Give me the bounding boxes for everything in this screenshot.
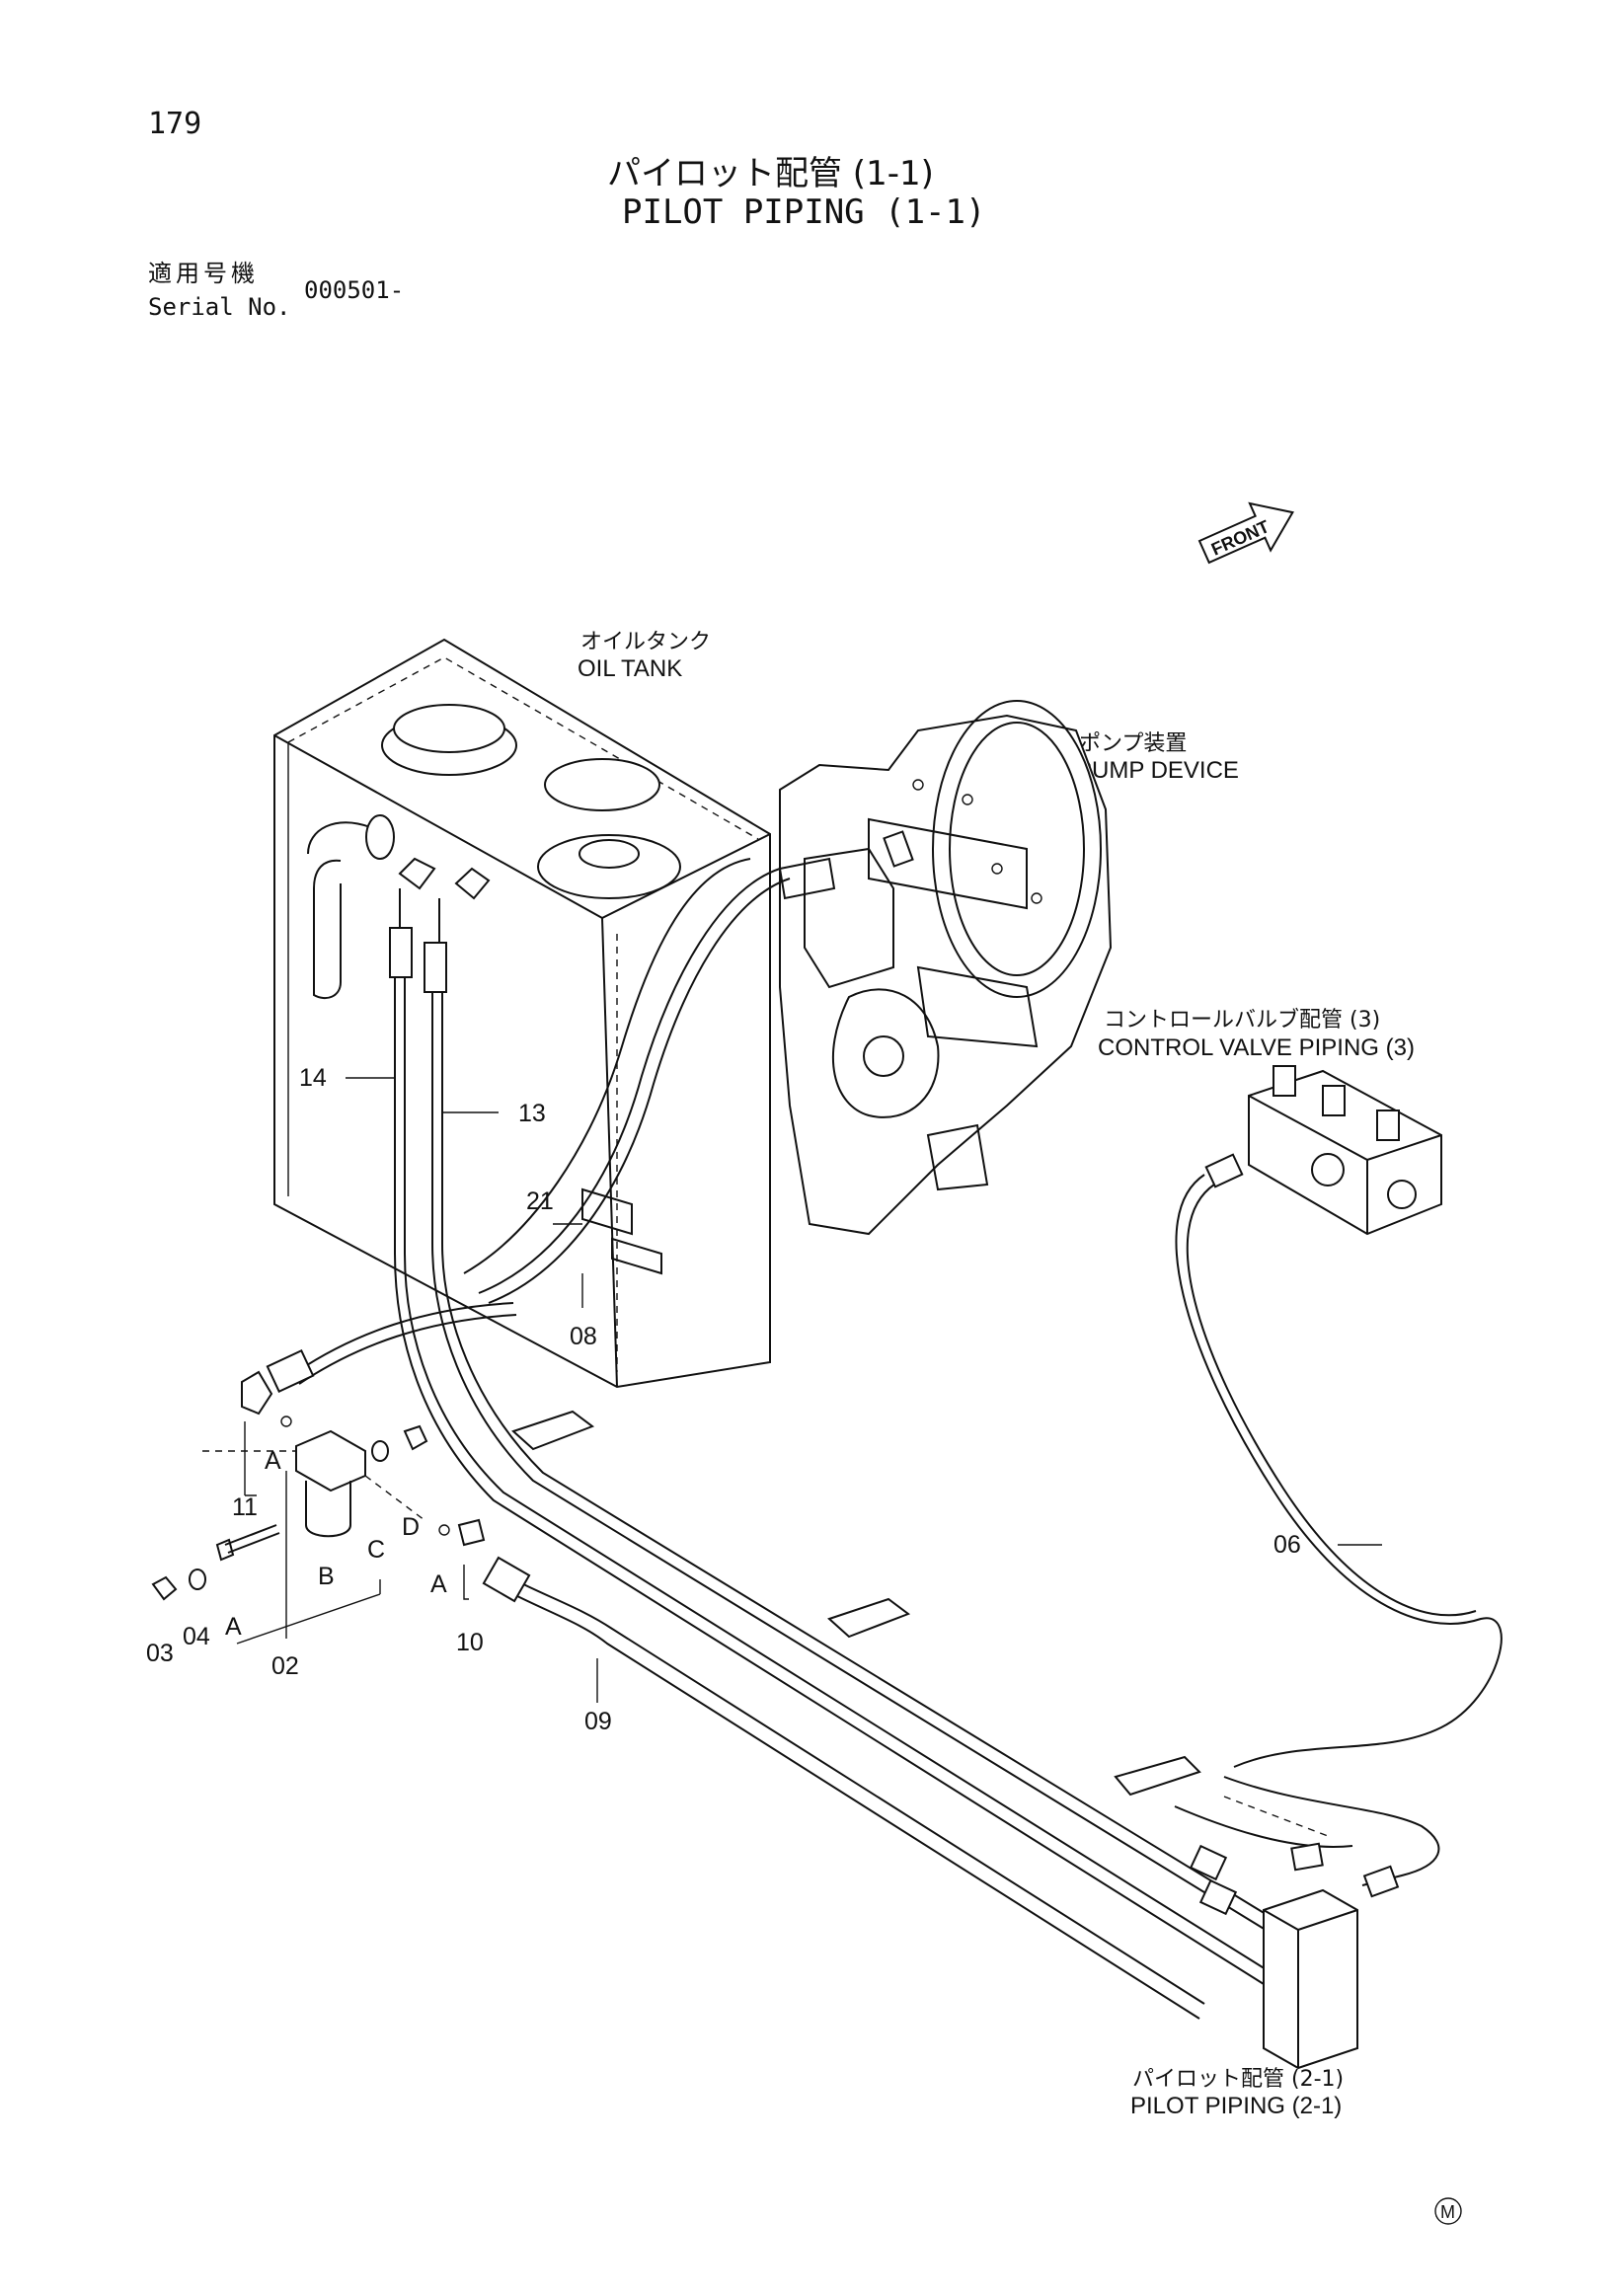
- oil-tank: [273, 638, 771, 1389]
- title-en: PILOT PIPING (1-1): [622, 192, 986, 232]
- callout-a-10: A: [430, 1570, 447, 1598]
- pump-device-label-en: PUMP DEVICE: [1076, 757, 1239, 784]
- callout-a-bolt: A: [225, 1613, 242, 1641]
- callout-06: 06: [1273, 1531, 1301, 1559]
- pilot-piping-2-label-jp: パイロット配管 (2-1): [1132, 2067, 1345, 2092]
- callout-13: 13: [518, 1100, 546, 1127]
- front-arrow-icon: FRONT: [1197, 501, 1294, 565]
- callout-04: 04: [183, 1623, 210, 1650]
- callout-a-11: A: [265, 1447, 281, 1475]
- callout-c: C: [367, 1536, 385, 1564]
- callout-14: 14: [299, 1064, 327, 1092]
- callout-02: 02: [271, 1652, 299, 1680]
- oil-tank-label-en: OIL TANK: [578, 655, 683, 682]
- page-number: 179: [148, 107, 202, 141]
- oil-tank-label-jp: オイルタンク: [580, 630, 712, 654]
- line-filter-assembly: [151, 1370, 486, 1645]
- control-valve: [1248, 1065, 1442, 1236]
- m-mark-icon: M: [1434, 2197, 1462, 2225]
- callout-21: 21: [526, 1187, 554, 1215]
- callout-11: 11: [232, 1493, 258, 1521]
- pump-device: [778, 700, 1113, 1236]
- callout-b: B: [318, 1563, 335, 1590]
- callout-10: 10: [456, 1629, 484, 1656]
- callout-leaders: [346, 1077, 1382, 1703]
- callout-09: 09: [584, 1708, 612, 1735]
- pilot-piping-block: [1223, 1796, 1358, 2070]
- pilot-piping-2-label-en: PILOT PIPING (2-1): [1130, 2093, 1343, 2119]
- callout-08: 08: [570, 1323, 597, 1350]
- control-valve-label-en: CONTROL VALVE PIPING (3): [1098, 1034, 1415, 1061]
- control-valve-label-jp: コントロールバルブ配管 (3): [1104, 1008, 1381, 1033]
- title-jp: パイロット配管 (1-1): [607, 154, 934, 193]
- callout-d: D: [402, 1513, 420, 1541]
- serial-label-jp: 適用号機: [148, 260, 259, 287]
- svg-text:M: M: [1440, 2202, 1455, 2222]
- callout-03: 03: [146, 1640, 174, 1667]
- serial-value: 000501-: [304, 276, 405, 304]
- pump-device-label-jp: ポンプ装置: [1079, 731, 1188, 756]
- hoses-tank-lines: [266, 858, 1503, 2020]
- serial-label-en: Serial No.: [148, 293, 291, 321]
